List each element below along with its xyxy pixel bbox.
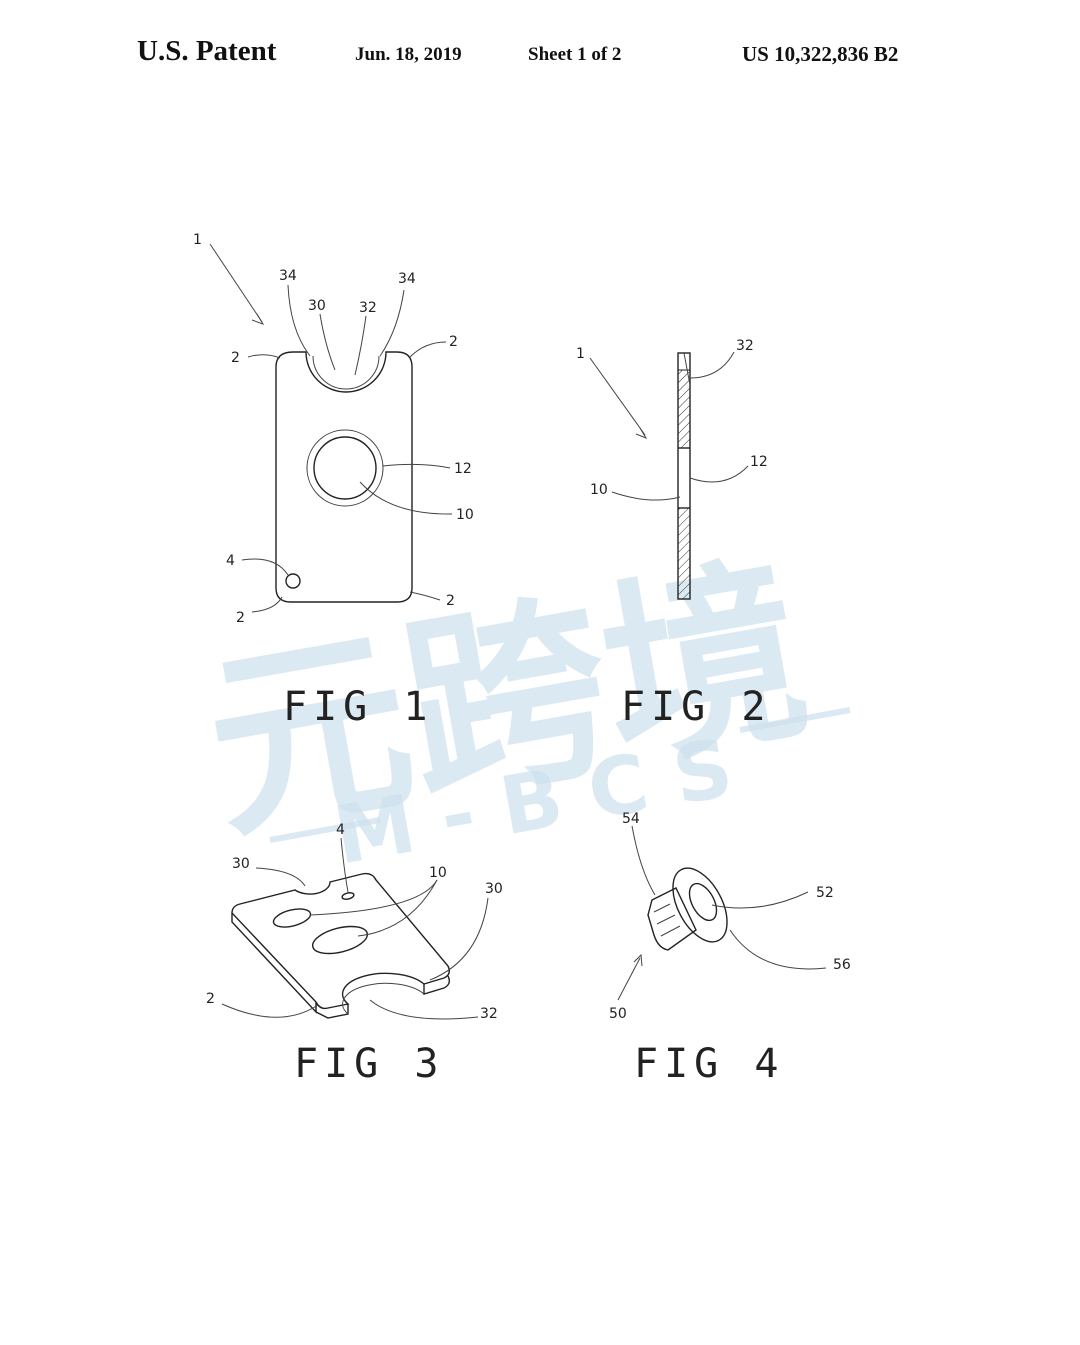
fig3-small-hole [341,892,355,900]
fig3-caption: FIG 3 [294,1041,444,1087]
fig1-label-30: 30 [308,298,326,314]
fig2-label-device: 1 [576,346,585,362]
fig1-small-hole [285,573,301,589]
fig2-leader-10 [611,491,681,501]
fig2-label-12: 12 [750,454,768,470]
fig1-caption: FIG 1 [283,684,433,730]
fig2-bevel [683,352,691,386]
fig2-hatch-lower [677,507,691,600]
fig1-leader-30 [319,313,336,371]
fig1-label-34-right: 34 [398,271,416,287]
fig3-ring [272,908,312,928]
fig1-hole [313,436,377,500]
fig2-hatch-upper [677,369,691,449]
fig4-plug-ribs [653,903,681,937]
fig4-leader-54 [631,825,656,896]
fig1-leader-2tl [247,354,281,359]
fig3-leader-4 [340,837,349,893]
fig1-label-32: 32 [359,300,377,316]
fig1-leader-2tr [409,341,447,358]
fig3-label-4: 4 [336,822,345,838]
fig2-caption: FIG 2 [621,684,771,730]
fig4-caption: FIG 4 [634,1041,784,1087]
fig1-leader-12 [382,463,451,469]
fig1-leader-10 [359,481,453,515]
fig3-card-side-front [315,1004,349,1019]
fig3-label-30-back: 30 [232,856,250,872]
patent-label: U.S. Patent [137,35,277,67]
fig1-ring [306,429,384,507]
fig2-arrowhead [635,427,648,440]
figure-3: 4 30 10 30 2 32 FIG 3 [206,822,503,1087]
fig1-leader-34a [287,284,311,357]
fig2-leader-12 [689,465,749,483]
fig4-label-50: 50 [609,1006,627,1022]
fig4-leader-56 [729,929,827,970]
fig1-label-4: 4 [226,553,235,569]
fig2-label-32: 32 [736,338,754,354]
fig1-label-2-br: 2 [446,593,455,609]
fig3-card-top [231,872,451,1010]
fig1-leader-2bl [251,596,283,613]
fig2-leader-1 [589,357,646,436]
fig3-leader-30-back [255,867,306,887]
fig3-label-30-front: 30 [485,881,503,897]
fig1-label-2-bl: 2 [236,610,245,626]
fig3-hole [311,925,369,955]
fig1-label-2-tl: 2 [231,350,240,366]
fig2-leader-32 [689,351,735,379]
fig3-leader-32 [369,999,479,1020]
fig1-leader-1 [209,243,263,323]
fig1-card-outline [275,351,413,603]
fig3-label-10: 10 [429,865,447,881]
fig1-leader-32 [354,315,367,376]
fig4-flange [672,867,728,943]
fig4-label-54: 54 [622,811,640,827]
patent-date: Jun. 18, 2019 [355,44,462,65]
watermark-rule-right [739,707,851,733]
fig3-leader-2 [221,1003,319,1018]
fig1-leader-4 [241,558,289,576]
fig4-label-56: 56 [833,957,851,973]
figure-4: 54 52 56 50 FIG 4 [609,811,851,1087]
fig4-arrowhead [633,953,643,967]
fig4-leader-50 [617,957,641,1001]
fig1-arrowhead [251,313,265,325]
fig1-leader-34b [379,289,405,357]
fig1-label-12: 12 [454,461,472,477]
fig4-leader-52 [711,891,809,909]
fig4-plug-body [647,887,697,951]
fig2-label-10: 10 [590,482,608,498]
fig3-label-32: 32 [480,1006,498,1022]
watermark: 元跨境 M - B C S [192,534,851,883]
fig1-label-2-tr: 2 [449,334,458,350]
fig3-leader-10b [357,879,438,937]
fig1-label-34-left: 34 [279,268,297,284]
fig1-leader-2br [409,591,441,601]
fig3-label-2: 2 [206,991,215,1007]
fig3-leader-10a [309,879,438,916]
patent-number: US 10,322,836 B2 [742,42,899,66]
fig3-notch-front-lower [342,982,425,1015]
fig3-card-side-right [423,975,451,995]
fig4-label-52: 52 [816,885,834,901]
watermark-rule-left [269,817,381,843]
figure-1: 1 34 34 30 32 2 2 12 10 4 2 2 FIG 1 [193,232,474,730]
figure-2: 1 32 12 10 FIG 2 [576,338,771,730]
fig1-label-device: 1 [193,232,202,248]
fig1-notch-bevel [312,355,380,390]
fig1-label-10: 10 [456,507,474,523]
fig3-leader-30-front [429,897,489,981]
fig4-bore [688,882,718,922]
sheet-number: Sheet 1 of 2 [528,44,622,65]
fig3-card-side-left [231,913,317,1014]
